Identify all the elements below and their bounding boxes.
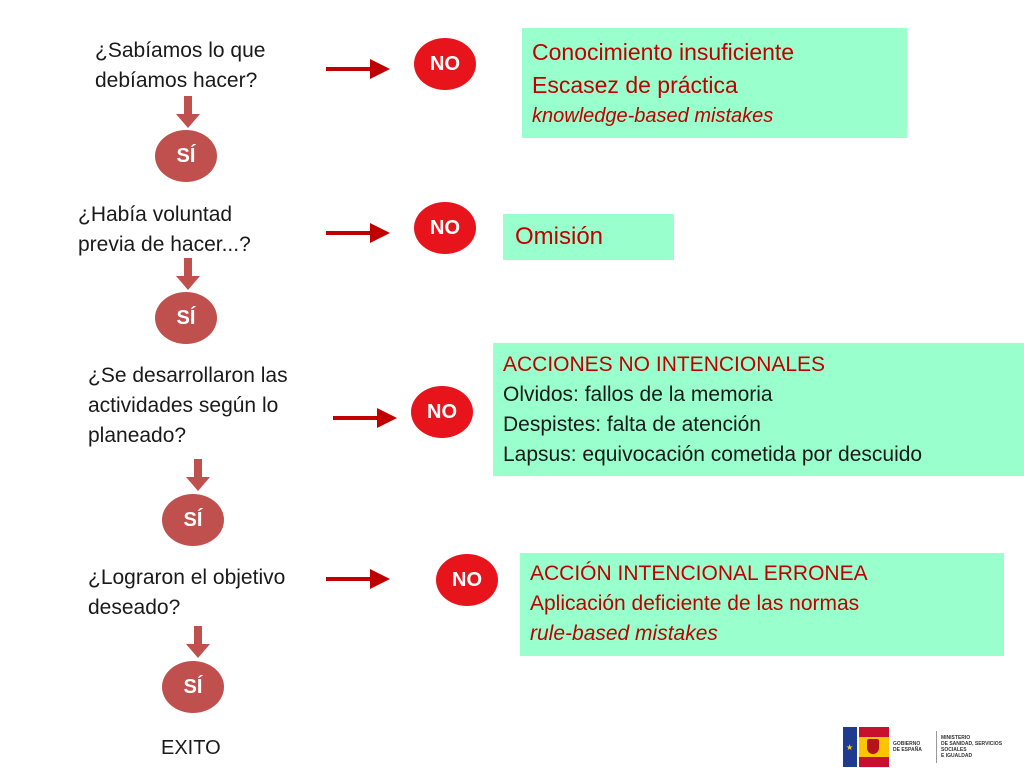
- arrow-down-icon: [186, 459, 210, 491]
- outcome-3-line-1: ACCIONES NO INTENCIONALES: [503, 353, 826, 376]
- end-label: EXITO: [161, 737, 221, 759]
- outcome-2-line-1: Omisión: [515, 223, 604, 250]
- government-logo: GOBIERNO DE ESPAÑA MINISTERIO DE SANIDAD…: [843, 726, 1024, 768]
- outcome-1-line-1: Conocimiento insuficiente: [532, 39, 795, 65]
- logo-ministerio-text: MINISTERIO DE SANIDAD, SERVICIOS SOCIALE…: [941, 735, 1003, 759]
- outcome-box-4: ACCIÓN INTENCIONAL ERRONEA Aplicación de…: [520, 553, 1004, 656]
- arrow-down-icon: [176, 96, 200, 128]
- arrow-down-icon: [176, 258, 200, 290]
- spain-coat-of-arms-icon: [859, 727, 889, 767]
- arrow-right-icon: [326, 569, 390, 589]
- outcome-1-line-2: Escasez de práctica: [532, 72, 738, 98]
- yes-node-4: SÍ: [162, 661, 224, 713]
- logo-divider: [936, 731, 937, 763]
- no-node-4: NO: [436, 554, 498, 606]
- no-node-3: NO: [411, 386, 473, 438]
- yes-node-3: SÍ: [162, 494, 224, 546]
- yes-node-1: SÍ: [155, 130, 217, 182]
- arrow-right-icon: [326, 223, 390, 243]
- question-1: ¿Sabíamos lo que debíamos hacer?: [95, 39, 266, 92]
- question-2: ¿Había voluntad previa de hacer...?: [78, 203, 251, 256]
- outcome-4-line-2: Aplicación deficiente de las normas: [530, 592, 860, 615]
- outcome-4-line-1: ACCIÓN INTENCIONAL ERRONEA: [530, 562, 868, 585]
- outcome-3-line-2: Olvidos: fallos de la memoria: [503, 383, 773, 406]
- logo-gobierno-text: GOBIERNO DE ESPAÑA: [893, 741, 922, 753]
- question-4: ¿Lograron el objetivo deseado?: [88, 566, 286, 619]
- arrow-right-icon: [326, 59, 390, 79]
- arrow-down-icon: [186, 626, 210, 658]
- yes-node-2: SÍ: [155, 292, 217, 344]
- outcome-3-line-3: Despistes: falta de atención: [503, 413, 761, 436]
- question-3: ¿Se desarrollaron las actividades según …: [88, 364, 288, 447]
- eu-flag-icon: [843, 727, 857, 767]
- no-node-2: NO: [414, 202, 476, 254]
- outcome-box-2: Omisión: [503, 214, 674, 260]
- no-node-1: NO: [414, 38, 476, 90]
- outcome-box-1: Conocimiento insuficiente Escasez de prá…: [522, 28, 907, 138]
- outcome-box-3: ACCIONES NO INTENCIONALES Olvidos: fallo…: [493, 343, 1024, 476]
- outcome-1-line-3: knowledge-based mistakes: [532, 105, 774, 127]
- arrow-right-icon: [333, 408, 397, 428]
- outcome-4-line-3: rule-based mistakes: [530, 622, 718, 645]
- outcome-3-line-4: Lapsus: equivocación cometida por descui…: [503, 443, 923, 466]
